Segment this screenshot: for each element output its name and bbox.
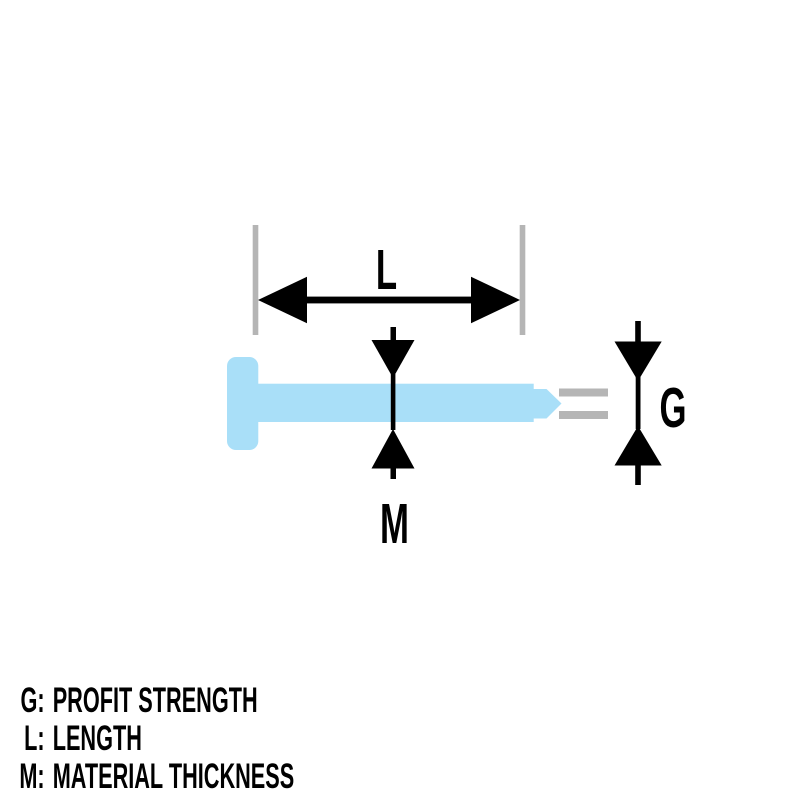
length-arrow-line	[295, 296, 505, 304]
grip-reference-line-top	[559, 388, 608, 397]
material-gap-line	[390, 374, 396, 430]
legend-label: MATERIAL THICKNESS	[52, 757, 295, 796]
legend-key: M:	[19, 757, 45, 796]
length-extension-line-right	[519, 225, 526, 335]
legend-item-length: L: LENGTH	[0, 720, 294, 758]
fastener-tip	[532, 389, 562, 419]
legend-label: LENGTH	[52, 719, 142, 758]
grip-strength-label: G	[659, 376, 686, 440]
grip-arrow-bottom-icon	[614, 426, 662, 466]
legend-key: L:	[24, 719, 45, 758]
fastener-head	[227, 357, 259, 450]
legend-key: G:	[20, 681, 45, 720]
grip-arrow-stem-top	[635, 321, 641, 343]
grip-gap-line	[635, 377, 641, 429]
grip-arrow-stem-bottom	[635, 464, 641, 485]
legend-label: PROFIT STRENGTH	[52, 681, 258, 720]
material-arrow-stem-bottom	[390, 467, 396, 479]
legend-item-material: M: MATERIAL THICKNESS	[0, 758, 294, 796]
legend: G: PROFIT STRENGTH L: LENGTH M: MATERIAL…	[0, 682, 294, 796]
length-label: L	[376, 238, 397, 302]
grip-reference-line-bottom	[559, 411, 608, 419]
material-arrow-bottom-icon	[371, 429, 415, 469]
material-arrow-top-icon	[371, 340, 415, 378]
length-arrow-head-right-icon	[471, 276, 520, 324]
material-arrow-stem-top	[390, 327, 396, 342]
length-extension-line-left	[252, 225, 259, 335]
length-arrow-head-left-icon	[258, 276, 307, 324]
material-thickness-label: M	[380, 492, 409, 556]
grip-arrow-top-icon	[614, 341, 662, 381]
legend-item-grip: G: PROFIT STRENGTH	[0, 682, 294, 720]
